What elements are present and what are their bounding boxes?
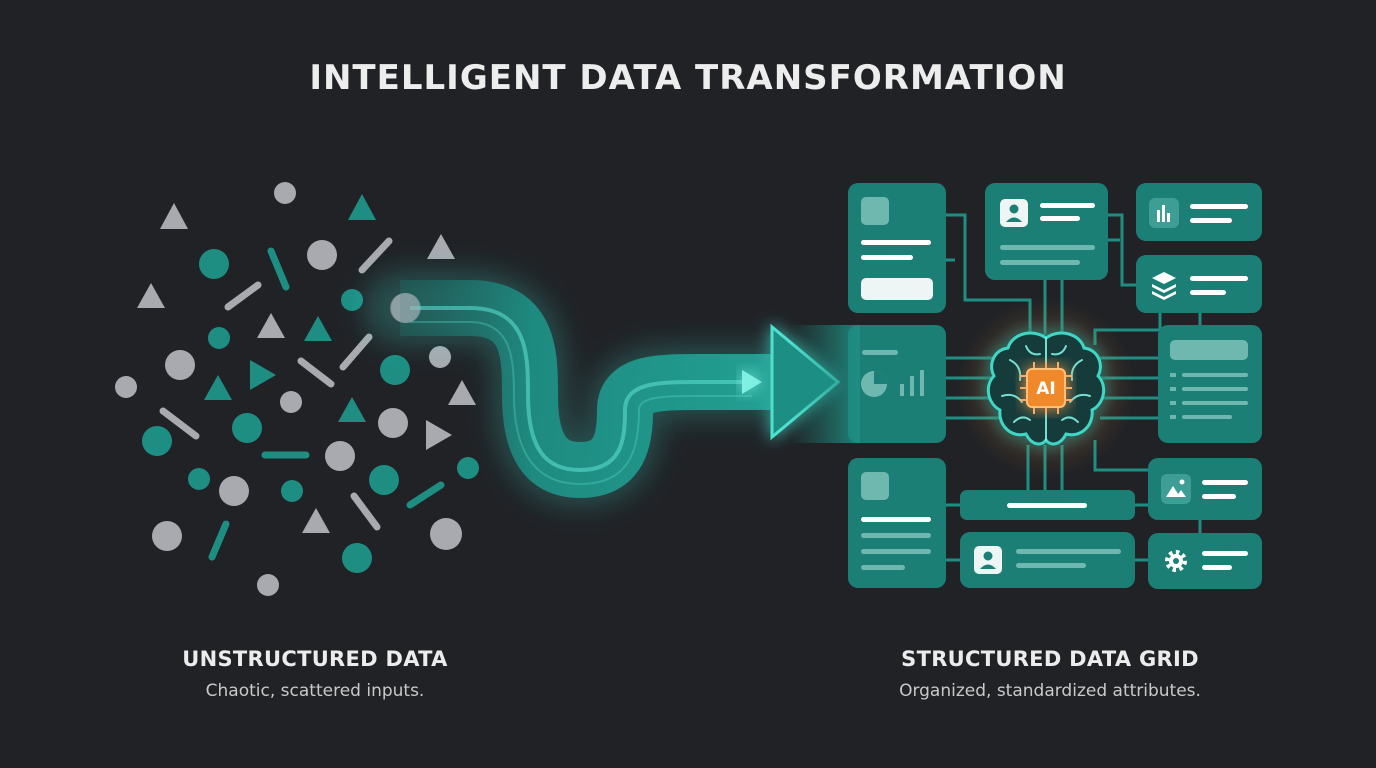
structured-caption: STRUCTURED DATA GRID Organized, standard…	[850, 647, 1250, 701]
data-point	[188, 468, 210, 490]
card-settings	[1148, 533, 1262, 589]
unstructured-caption: UNSTRUCTURED DATA Chaotic, scattered inp…	[120, 647, 510, 701]
list-icon	[1170, 373, 1248, 419]
data-point	[429, 346, 451, 368]
data-point	[152, 521, 182, 551]
data-point	[250, 360, 276, 390]
data-fragments	[159, 237, 445, 561]
data-point	[426, 420, 452, 450]
card-profile-summary	[848, 183, 946, 313]
card-attribute-list	[1158, 325, 1262, 443]
card-contact	[960, 532, 1135, 588]
data-point	[219, 476, 249, 506]
data-point	[307, 240, 337, 270]
card-layers	[1136, 255, 1262, 313]
chip-icon: AI	[1020, 362, 1072, 414]
data-point	[257, 313, 285, 338]
data-point	[165, 350, 195, 380]
card-field-bar	[960, 490, 1135, 520]
data-point	[274, 182, 296, 204]
data-point	[348, 194, 376, 220]
data-point	[448, 380, 476, 405]
transformation-flow-arrow	[364, 272, 841, 507]
ai-core-label: AI	[1036, 379, 1055, 399]
layers-icon	[1152, 272, 1176, 300]
structured-heading: STRUCTURED DATA GRID	[901, 647, 1199, 671]
data-point	[430, 518, 462, 550]
structured-description: Organized, standardized attributes.	[899, 681, 1201, 701]
data-point	[137, 283, 165, 308]
user-icon	[980, 551, 996, 569]
card-analytics	[1136, 183, 1262, 241]
data-point	[304, 316, 332, 341]
card-user-record	[985, 183, 1108, 280]
data-point	[427, 234, 455, 259]
structured-data-grid	[790, 183, 1262, 589]
unstructured-description: Chaotic, scattered inputs.	[205, 681, 425, 701]
data-point	[302, 508, 330, 533]
data-point	[341, 289, 363, 311]
data-point	[257, 574, 279, 596]
data-point	[380, 355, 410, 385]
data-point	[338, 397, 366, 422]
data-point	[281, 480, 303, 502]
data-point	[280, 391, 302, 413]
data-point	[160, 203, 188, 229]
user-icon	[1006, 204, 1022, 222]
data-point	[457, 457, 479, 479]
data-point	[199, 249, 229, 279]
data-point	[342, 543, 372, 573]
data-point	[232, 413, 262, 443]
data-point	[115, 376, 137, 398]
ai-brain-core: AI	[956, 298, 1136, 478]
data-point	[378, 408, 408, 438]
data-point	[204, 375, 232, 400]
unstructured-heading: UNSTRUCTURED DATA	[182, 647, 448, 671]
data-point	[369, 465, 399, 495]
pie-chart-icon	[861, 371, 887, 397]
card-pie-report	[790, 325, 946, 443]
image-icon	[1166, 479, 1186, 497]
gear-icon	[1165, 550, 1187, 572]
unstructured-data-cluster	[115, 182, 479, 596]
data-point	[208, 327, 230, 349]
bar-chart-icon	[1157, 205, 1170, 222]
card-document	[848, 458, 946, 588]
card-media	[1148, 458, 1262, 520]
diagram-title: INTELLIGENT DATA TRANSFORMATION	[309, 58, 1067, 98]
data-point	[325, 441, 355, 471]
data-point	[142, 426, 172, 456]
